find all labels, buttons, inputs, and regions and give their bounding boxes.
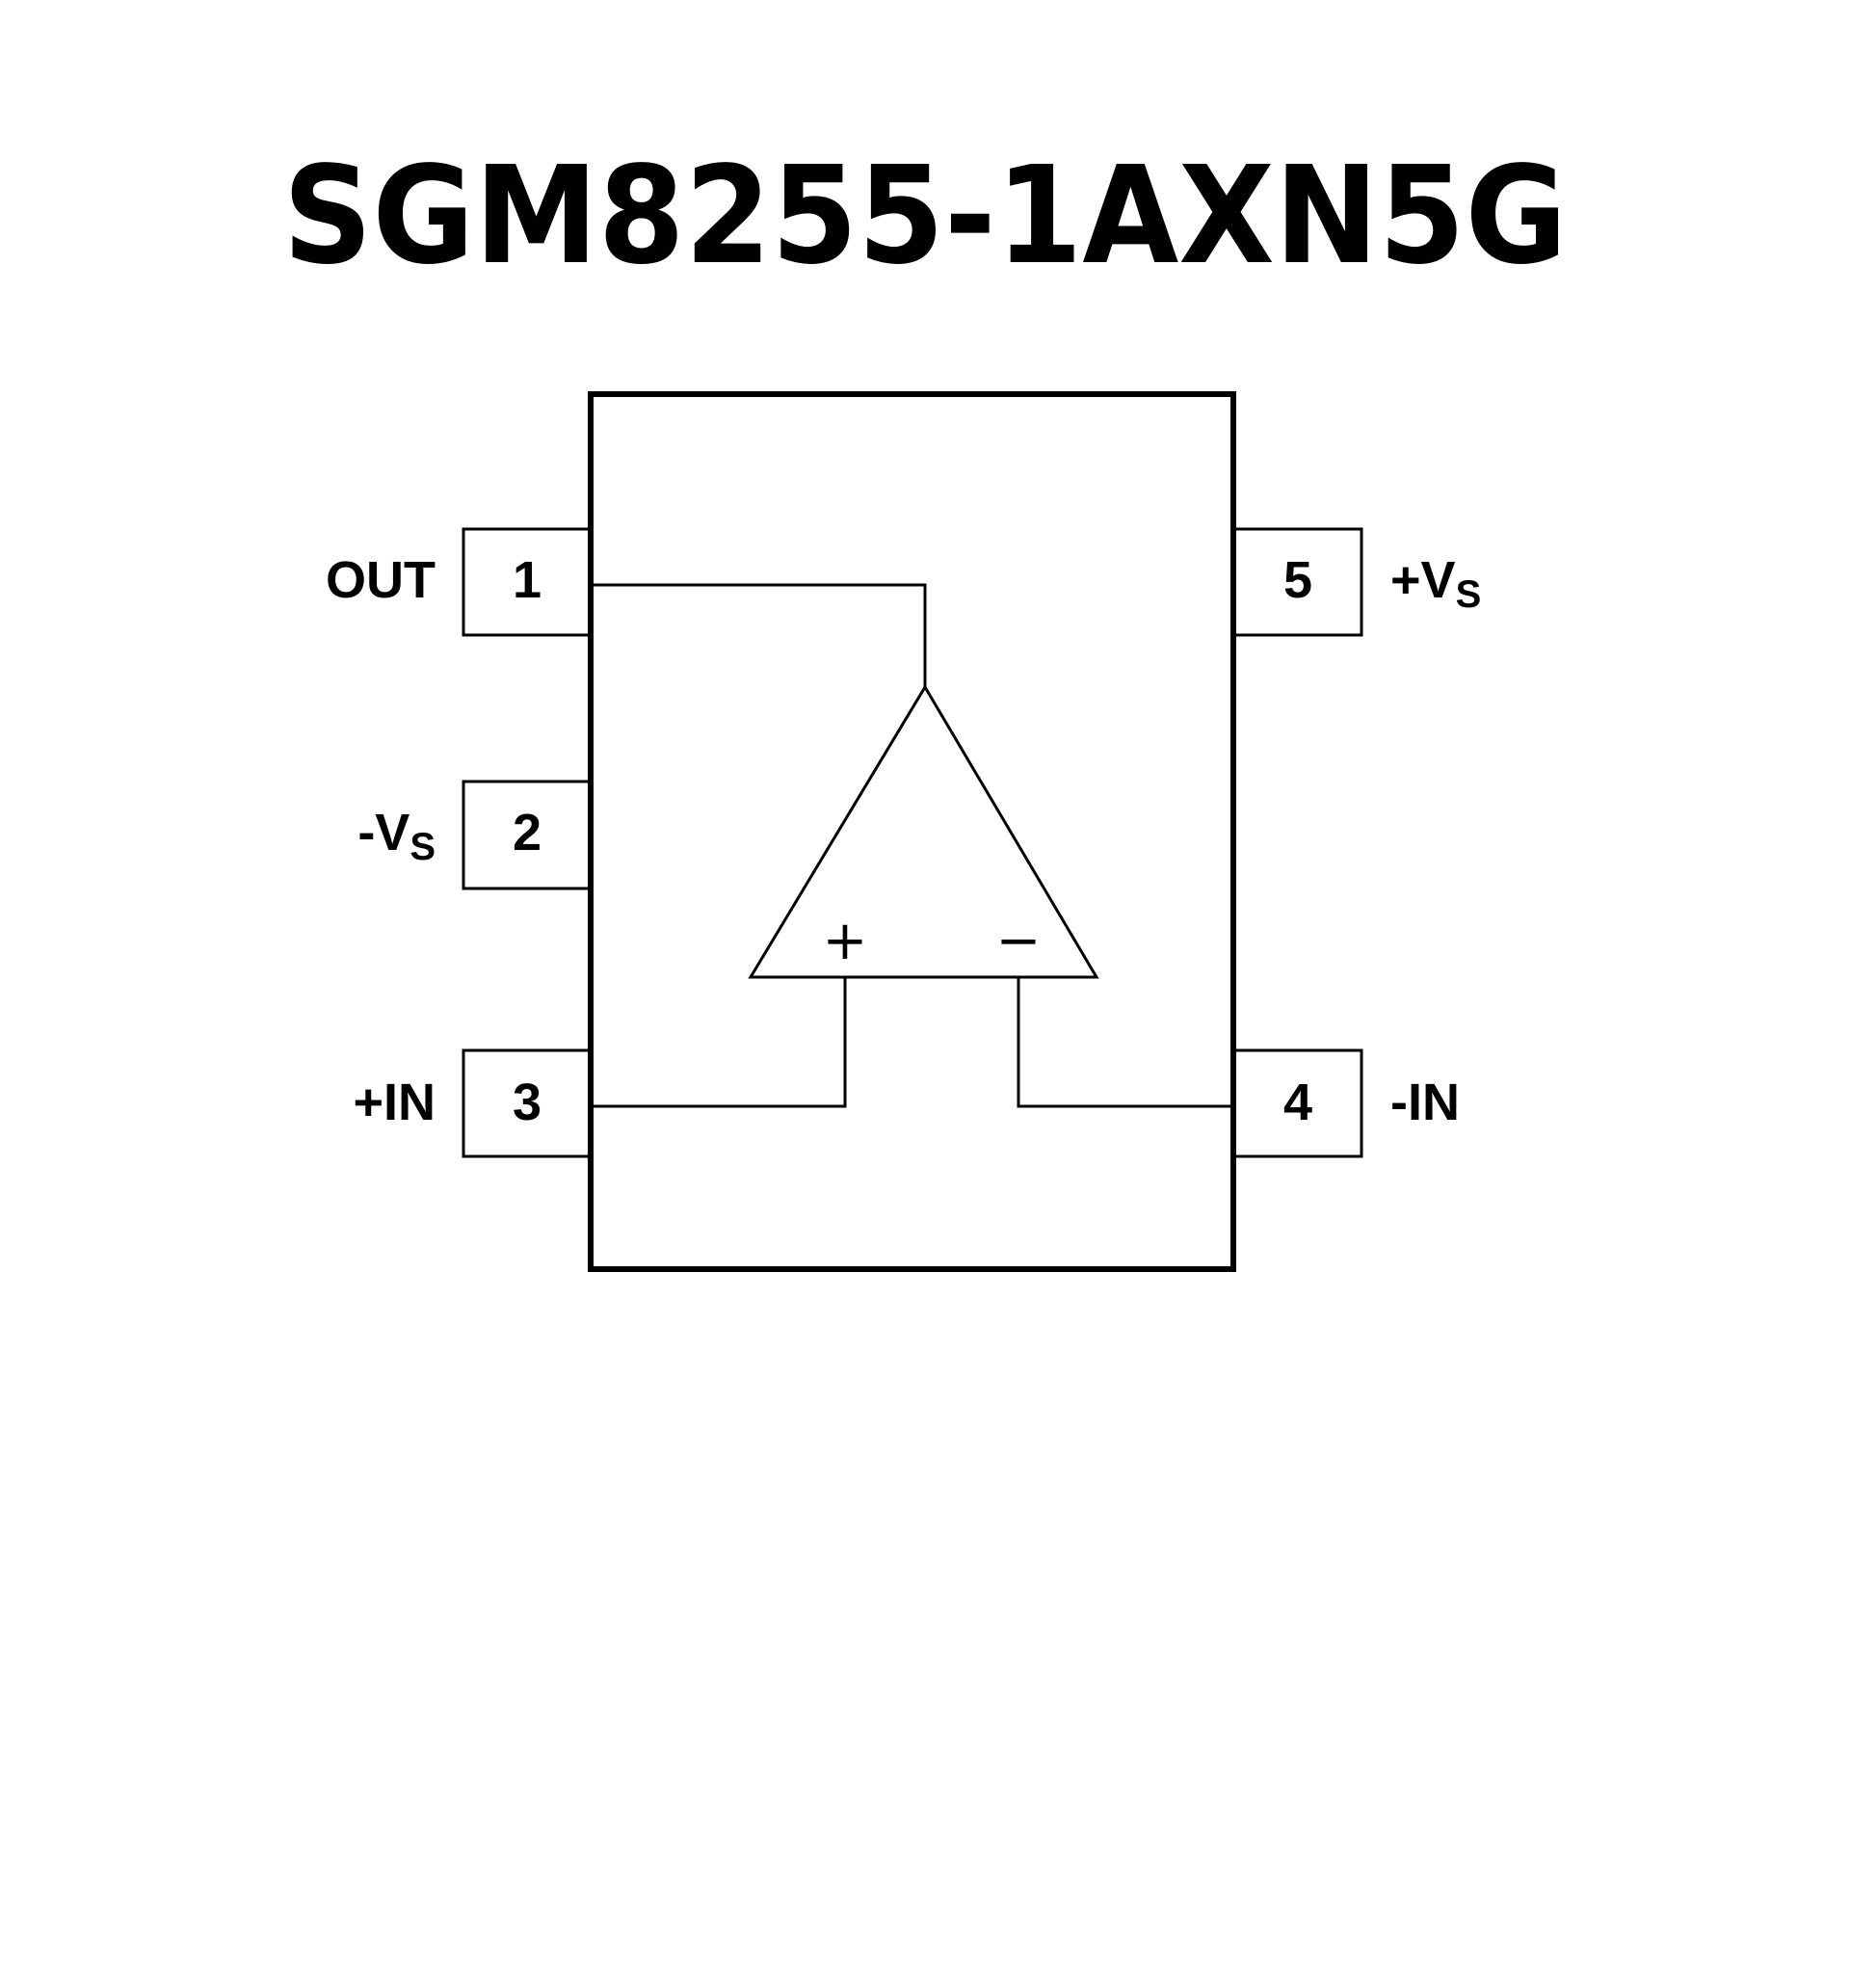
pin-4-name: -IN [1390,1074,1460,1131]
opamp-triangle [748,684,1099,979]
pin-3: 3 +IN [353,1048,593,1158]
package-body [588,391,1236,1272]
pin-3-name: +IN [353,1074,436,1131]
pin-5-number: 5 [1283,551,1312,609]
wire-plus-in [594,977,847,1108]
wire-minus-in [1017,977,1230,1108]
pin-2-name: -VS [357,804,436,868]
pin-5: 5 +VS [1231,527,1481,637]
pin-3-number: 3 [513,1074,542,1131]
pin-1-name: OUT [326,551,436,609]
part-number-title: SGM8255-1AXN5G [283,138,1568,295]
pin-2: 2 -VS [357,780,593,890]
pin-4: 4 -IN [1231,1048,1460,1158]
pin-5-name: +VS [1390,551,1481,616]
pin-2-number: 2 [513,804,542,861]
pin-1-number: 1 [513,551,542,609]
wire-out [594,583,927,687]
pin-1: 1 OUT [326,527,593,637]
opamp-minus-sign: − [996,910,1042,972]
pin-4-number: 4 [1283,1074,1312,1131]
opamp-plus-sign: + [823,910,868,972]
